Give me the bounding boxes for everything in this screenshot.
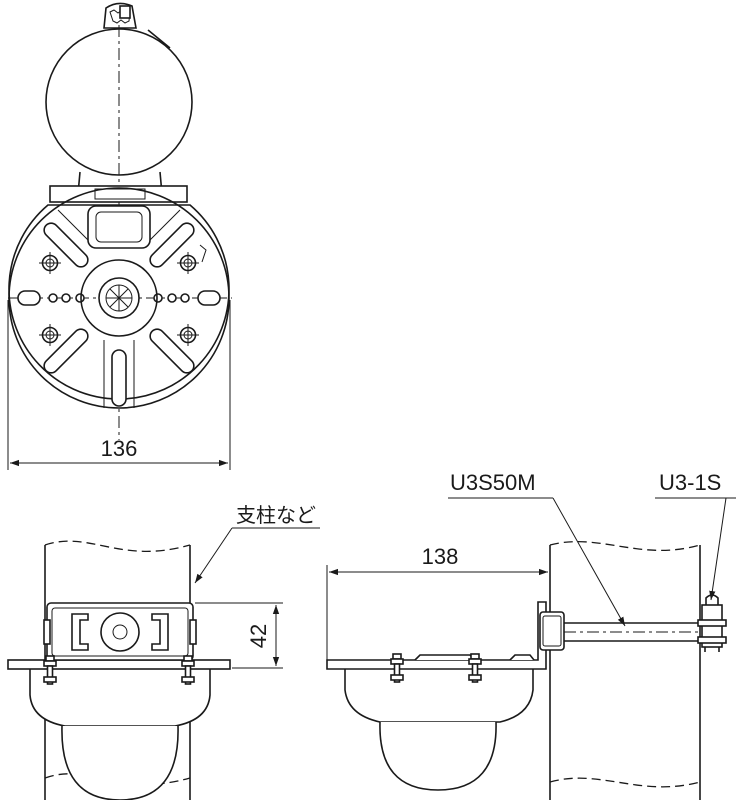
top-view: 136 [7, 2, 232, 470]
dome-cover-front [61, 725, 179, 800]
camera-housing-side [344, 667, 534, 723]
side-view: 138 U3S50M U3-1S [326, 470, 736, 800]
arm-model-label: U3S50M [450, 470, 536, 495]
cable-window [87, 205, 151, 249]
u-clamp [697, 594, 727, 652]
mount-plate-front [7, 659, 231, 670]
dimension-label-42: 42 [246, 624, 271, 648]
mount-base [8, 187, 232, 409]
front-view: 支柱など 42 [7, 503, 320, 800]
dome-cover-side [379, 721, 497, 791]
dimension-136: 136 [7, 300, 231, 470]
pole-label: 支柱など [236, 503, 316, 527]
clamp-model-label: U3-1S [659, 470, 721, 495]
dimension-label-136: 136 [101, 436, 138, 461]
bracket-plate [49, 185, 188, 203]
angle-bracket-side [326, 601, 547, 670]
clamp-tab [103, 2, 137, 29]
lower-slot [111, 349, 127, 407]
dimension-label-138: 138 [422, 544, 459, 569]
